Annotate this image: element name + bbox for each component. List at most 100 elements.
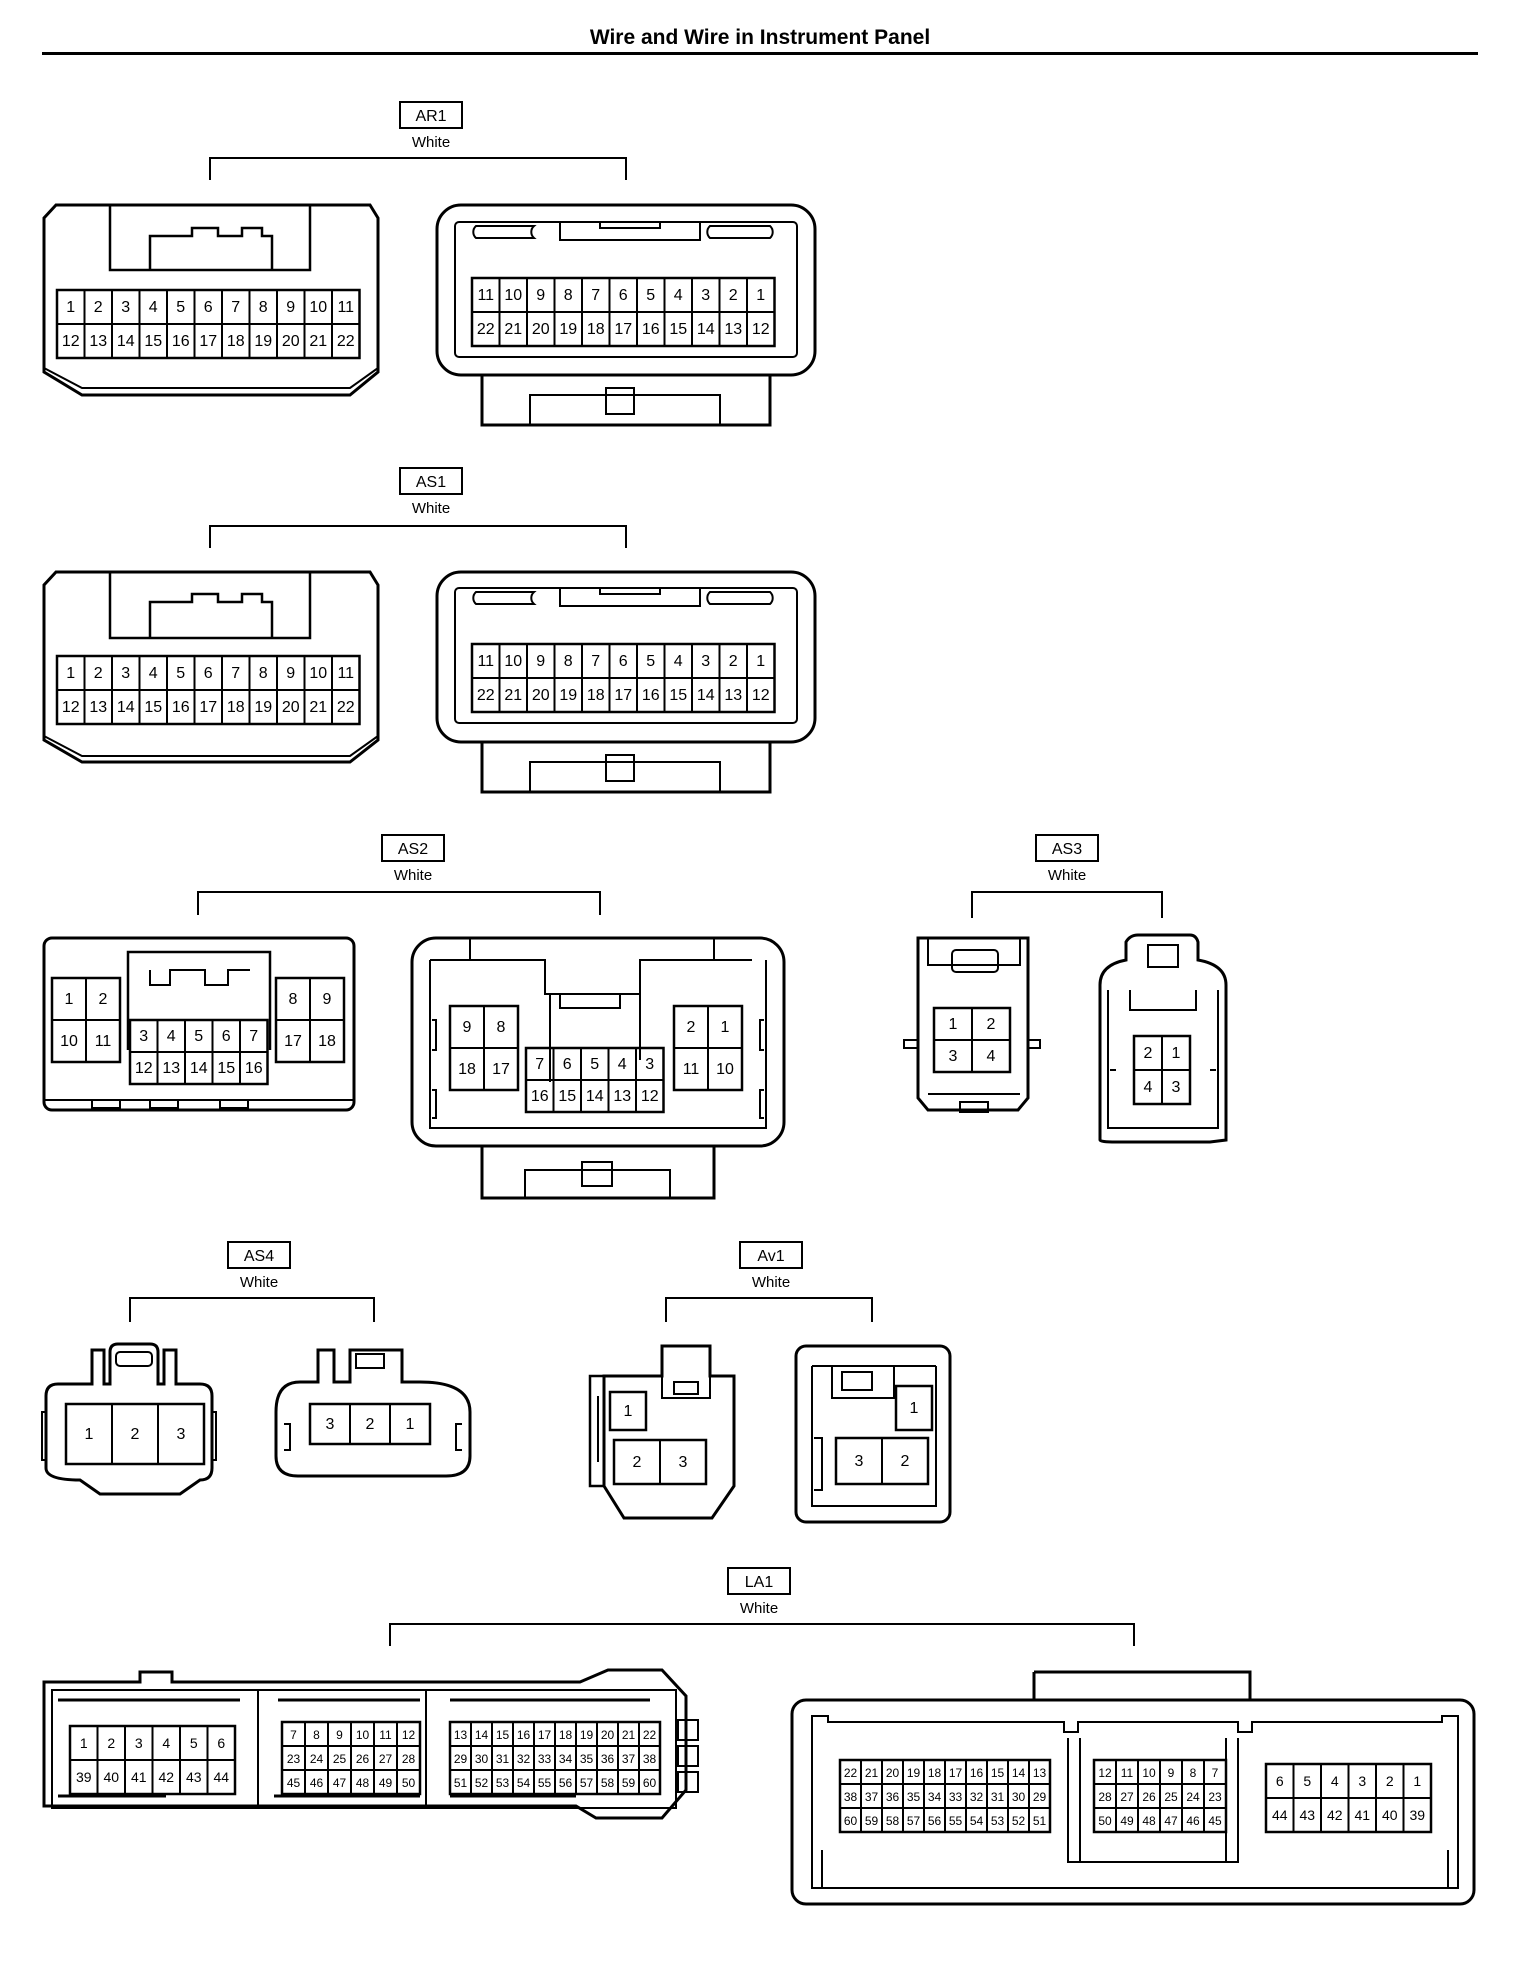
pin-label-LA1-female-16: 16 — [517, 1728, 531, 1742]
pin-label-AS1-female-18: 18 — [227, 699, 245, 716]
pin-label-AR1-male-3: 3 — [701, 287, 710, 304]
pin-label-LA1-female-19: 19 — [580, 1728, 594, 1742]
connector-color-AS3: White — [1048, 867, 1086, 884]
pin-AR1-female-22 — [331, 323, 361, 359]
pin-label-AS2-female-1: 1 — [65, 991, 74, 1008]
pin-Av1-female-1 — [609, 1391, 647, 1431]
pin-label-LA1-male-23: 23 — [1208, 1790, 1222, 1804]
pin-label-LA1-female-34: 34 — [559, 1752, 573, 1766]
connector-id-Av1: Av1 — [757, 1248, 784, 1265]
bracket-AS2 — [197, 891, 601, 915]
pin-label-LA1-female-31: 31 — [496, 1752, 510, 1766]
pin-label-LA1-female-8: 8 — [313, 1728, 320, 1742]
pin-label-AS2-female-14: 14 — [190, 1060, 208, 1077]
pin-LA1-male-45 — [1203, 1807, 1227, 1833]
pin-label-LA1-female-20: 20 — [601, 1728, 615, 1742]
pin-label-AS1-male-11: 11 — [477, 653, 494, 670]
pin-label-AS3-male-1: 1 — [1172, 1045, 1181, 1062]
connector-id-AS3: AS3 — [1052, 841, 1082, 858]
pin-AS1-male-12 — [746, 677, 776, 713]
pin-label-LA1-female-13: 13 — [454, 1728, 468, 1742]
pin-label-AS1-female-1: 1 — [66, 665, 75, 682]
connector-color-AS4: White — [240, 1274, 278, 1291]
bracket-Av1 — [665, 1297, 873, 1322]
pin-label-LA1-male-46: 46 — [1186, 1814, 1200, 1828]
pin-label-AS2-male-16: 16 — [531, 1088, 549, 1105]
pin-label-AS2-male-4: 4 — [618, 1056, 627, 1073]
pin-label-AS4-female-2: 2 — [131, 1426, 140, 1443]
pin-AR1-male-12 — [746, 311, 776, 347]
pin-label-AS2-male-10: 10 — [716, 1061, 734, 1078]
pin-label-LA1-female-50: 50 — [402, 1776, 416, 1790]
pin-label-AR1-female-3: 3 — [121, 299, 130, 316]
pin-label-LA1-male-17: 17 — [949, 1766, 963, 1780]
pin-label-AS1-female-6: 6 — [204, 665, 213, 682]
latch-square-2 — [677, 1771, 699, 1793]
pin-label-AS2-male-8: 8 — [497, 1019, 506, 1036]
pin-label-AS1-female-16: 16 — [172, 699, 190, 716]
pin-label-AS2-male-11: 11 — [683, 1061, 700, 1078]
pin-label-LA1-male-34: 34 — [928, 1790, 942, 1804]
pin-label-AS1-female-21: 21 — [309, 699, 327, 716]
pin-label-LA1-female-49: 49 — [379, 1776, 393, 1790]
pin-label-AS1-male-4: 4 — [674, 653, 683, 670]
pin-label-AS1-female-12: 12 — [62, 699, 80, 716]
pin-label-LA1-female-60: 60 — [643, 1776, 657, 1790]
pin-label-AR1-female-15: 15 — [144, 333, 162, 350]
bracket-AS1 — [209, 525, 627, 548]
pin-label-AS1-male-3: 3 — [701, 653, 710, 670]
pin-AS4-female-3 — [157, 1403, 205, 1465]
pin-label-LA1-male-38: 38 — [844, 1790, 858, 1804]
pin-label-LA1-female-32: 32 — [517, 1752, 531, 1766]
pin-label-AR1-male-17: 17 — [614, 321, 632, 338]
pin-label-AR1-female-22: 22 — [337, 333, 355, 350]
title-rule — [42, 52, 1478, 55]
pin-label-LA1-male-20: 20 — [886, 1766, 900, 1780]
bracket-LA1 — [389, 1623, 1135, 1646]
pin-label-LA1-female-10: 10 — [356, 1728, 370, 1742]
pin-label-LA1-female-36: 36 — [601, 1752, 615, 1766]
pin-label-LA1-female-58: 58 — [601, 1776, 615, 1790]
pin-AS2-male-10 — [707, 1047, 743, 1091]
pin-AS3-male-3 — [1161, 1069, 1191, 1105]
pin-label-AS3-male-2: 2 — [1144, 1045, 1153, 1062]
pin-label-LA1-female-6: 6 — [217, 1735, 225, 1751]
pin-label-AR1-male-10: 10 — [504, 287, 522, 304]
label-box-LA1: LA1 White — [727, 1567, 791, 1617]
pin-label-LA1-male-6: 6 — [1276, 1773, 1284, 1789]
pin-label-LA1-male-58: 58 — [886, 1814, 900, 1828]
pin-label-AS4-female-1: 1 — [85, 1426, 94, 1443]
pin-label-AS1-male-15: 15 — [669, 687, 687, 704]
pin-label-AS2-male-5: 5 — [590, 1056, 599, 1073]
pin-label-LA1-female-59: 59 — [622, 1776, 636, 1790]
connector-color-AS1: White — [412, 500, 450, 517]
pin-label-LA1-female-27: 27 — [379, 1752, 393, 1766]
pin-label-LA1-male-24: 24 — [1186, 1790, 1200, 1804]
pin-label-AR1-male-5: 5 — [646, 287, 655, 304]
pin-label-LA1-male-3: 3 — [1358, 1773, 1366, 1789]
pin-label-AR1-male-12: 12 — [752, 321, 770, 338]
pin-label-AR1-female-11: 11 — [337, 299, 354, 316]
pin-label-AS1-female-3: 3 — [121, 665, 130, 682]
connector-color-LA1: White — [740, 1600, 778, 1617]
pin-label-AS2-male-3: 3 — [645, 1056, 654, 1073]
pin-label-AR1-male-21: 21 — [504, 321, 522, 338]
pin-label-Av1-female-3: 3 — [679, 1454, 688, 1471]
pin-label-LA1-female-45: 45 — [287, 1776, 301, 1790]
pin-label-AS1-male-2: 2 — [729, 653, 738, 670]
pin-LA1-male-39 — [1402, 1797, 1432, 1833]
pin-label-LA1-male-45: 45 — [1208, 1814, 1222, 1828]
pin-label-AR1-female-20: 20 — [282, 333, 300, 350]
pin-label-LA1-female-9: 9 — [336, 1728, 343, 1742]
